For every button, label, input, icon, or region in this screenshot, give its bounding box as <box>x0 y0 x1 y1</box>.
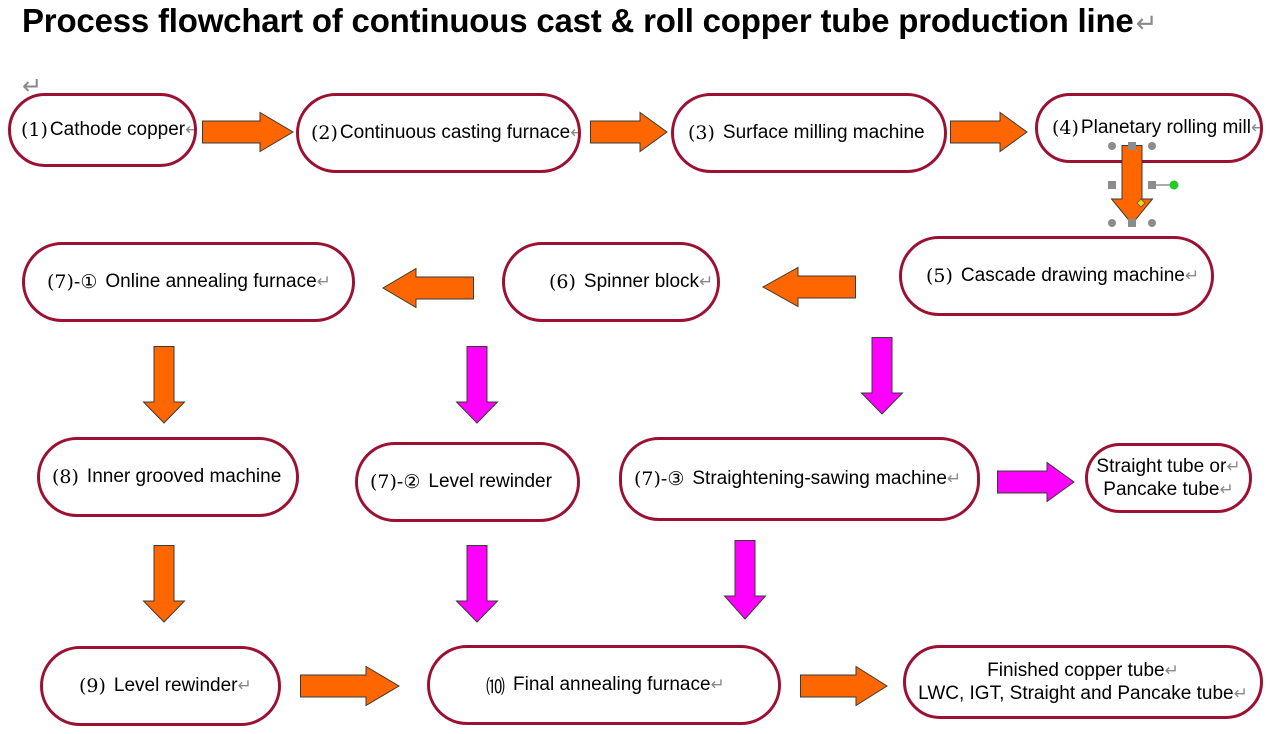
node-label-line2: Pancake tube↵ <box>1103 479 1234 500</box>
node-inner-grooved-machine: (8) Inner grooved machine <box>37 437 299 517</box>
node-number: (8) <box>52 466 79 488</box>
node-label: Surface milling machine <box>722 122 925 143</box>
node-label: Level rewinder <box>428 471 552 492</box>
arrow-down <box>142 545 186 623</box>
node-label: Cascade drawing machine <box>960 265 1185 286</box>
arrow-down <box>455 346 499 424</box>
node-label: Cathode copper <box>49 119 186 140</box>
node-number: (4) <box>1052 117 1079 139</box>
arrow-down <box>142 346 186 424</box>
node-finished-copper-tube: Finished copper tube↵ LWC, IGT, Straight… <box>903 645 1263 719</box>
node-label-line2: LWC, IGT, Straight and Pancake tube↵ <box>918 683 1248 704</box>
node-label-line1: Finished copper tube↵ <box>987 660 1179 681</box>
node-number: (7)-② <box>370 471 421 493</box>
node-label: Spinner block <box>583 271 700 292</box>
node-label: Continuous casting furnace <box>339 122 571 143</box>
node-planetary-rolling-mill: (4)Planetary rolling mill↵ <box>1035 93 1263 163</box>
node-number: (9) <box>79 675 106 697</box>
node-number: (3) <box>688 122 715 144</box>
node-label-line1: Straight tube or↵ <box>1096 456 1241 477</box>
node-surface-milling-machine: (3) Surface milling machine <box>671 93 947 173</box>
node-number: (2) <box>311 122 338 144</box>
arrow-right <box>590 111 668 153</box>
node-final-annealing-furnace: ⑽Final annealing furnace↵ <box>427 645 781 725</box>
node-number: (1) <box>21 119 48 141</box>
node-label: Final annealing furnace <box>513 674 711 695</box>
arrow-left <box>382 267 474 309</box>
node-cathode-copper: (1)Cathode copper↵ <box>8 93 197 167</box>
node-label: Level rewinder <box>113 675 238 696</box>
arrow-down <box>723 540 767 620</box>
node-level-rewinder-7-2: (7)-② Level rewinder <box>355 442 580 522</box>
arrow-down <box>860 337 904 415</box>
node-number: (7)-① <box>47 271 98 293</box>
arrow-right <box>997 461 1075 503</box>
node-spinner-block: (6)Spinner block↵ <box>502 242 720 322</box>
node-number: (6) <box>549 271 576 293</box>
arrow-right <box>800 665 888 707</box>
page-title: Process flowchart of continuous cast & r… <box>22 2 1158 39</box>
arrow-right <box>300 665 400 707</box>
node-number: (7)-③ <box>634 468 685 490</box>
node-continuous-casting-furnace: (2)Continuous casting furnace↵ <box>296 93 581 173</box>
node-label: Inner grooved machine <box>86 466 282 487</box>
node-number: ⑽ <box>486 675 506 698</box>
node-label: Online annealing furnace <box>105 271 317 292</box>
node-level-rewinder-9: (9)Level rewinder↵ <box>40 646 281 726</box>
node-number: (5) <box>926 265 953 287</box>
arrow-down <box>455 545 499 623</box>
arrow-left <box>761 266 856 308</box>
node-straight-or-pancake-tube: Straight tube or↵ Pancake tube↵ <box>1085 443 1252 513</box>
arrow-right <box>950 111 1028 153</box>
node-cascade-drawing-machine: (5)Cascade drawing machine↵ <box>899 236 1214 316</box>
node-label: Planetary rolling mill <box>1080 117 1251 138</box>
arrow-right <box>202 111 294 153</box>
node-label: Straightening-sawing machine <box>692 468 947 489</box>
selection-handles[interactable] <box>1106 140 1186 230</box>
